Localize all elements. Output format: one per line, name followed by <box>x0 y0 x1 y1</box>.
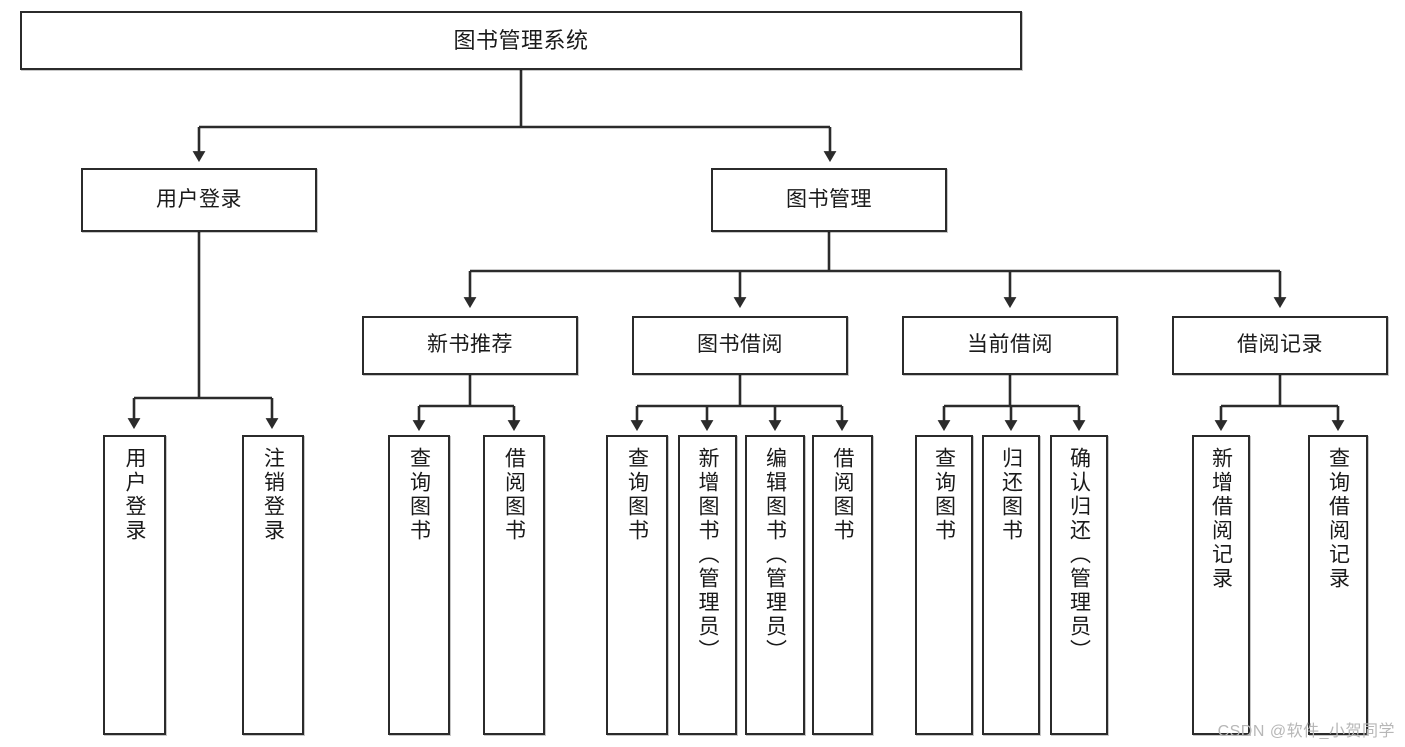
node-leaf-add-record[interactable]: 新增借阅记录 <box>1192 435 1250 735</box>
node-user-login[interactable]: 用户登录 <box>81 168 317 232</box>
node-book-borrow[interactable]: 图书借阅 <box>632 316 848 375</box>
node-leaf-return-book[interactable]: 归还图书 <box>982 435 1040 735</box>
node-leaf-return-book-label: 归还图书 <box>999 447 1023 543</box>
node-leaf-edit-book[interactable]: 编辑图书（管理员） <box>745 435 805 735</box>
node-borrow-record-label: 借阅记录 <box>1237 333 1323 357</box>
node-leaf-query-book-1-label: 查询图书 <box>407 447 431 543</box>
node-leaf-borrow-book-2-label: 借阅图书 <box>831 447 854 543</box>
node-leaf-user-login[interactable]: 用户登录 <box>103 435 166 735</box>
node-leaf-edit-book-label: 编辑图书（管理员） <box>763 447 787 663</box>
node-leaf-borrow-book-1-label: 借阅图书 <box>502 447 526 543</box>
node-user-login-label: 用户登录 <box>156 187 242 211</box>
node-leaf-borrow-book-1[interactable]: 借阅图书 <box>483 435 545 735</box>
node-book-management-label: 图书管理 <box>786 187 872 211</box>
node-book-borrow-label: 图书借阅 <box>697 333 783 357</box>
node-leaf-logout[interactable]: 注销登录 <box>242 435 304 735</box>
node-leaf-borrow-book-2[interactable]: 借阅图书 <box>812 435 873 735</box>
node-leaf-user-login-label: 用户登录 <box>123 447 146 543</box>
node-leaf-logout-label: 注销登录 <box>261 447 285 543</box>
node-borrow-record[interactable]: 借阅记录 <box>1172 316 1388 375</box>
node-root[interactable]: 图书管理系统 <box>20 11 1022 70</box>
node-leaf-query-record[interactable]: 查询借阅记录 <box>1308 435 1368 735</box>
node-book-management[interactable]: 图书管理 <box>711 168 947 232</box>
node-leaf-confirm-return[interactable]: 确认归还（管理员） <box>1050 435 1108 735</box>
node-leaf-add-book[interactable]: 新增图书（管理员） <box>678 435 737 735</box>
node-leaf-add-record-label: 新增借阅记录 <box>1209 447 1233 591</box>
node-leaf-query-book-3[interactable]: 查询图书 <box>915 435 973 735</box>
watermark: CSDN @软件_小贺同学 <box>1217 723 1395 740</box>
node-current-borrow-label: 当前借阅 <box>967 333 1053 357</box>
node-leaf-query-record-label: 查询借阅记录 <box>1326 447 1350 591</box>
node-leaf-query-book-3-label: 查询图书 <box>932 447 956 543</box>
node-leaf-confirm-return-label: 确认归还（管理员） <box>1067 447 1091 663</box>
node-leaf-query-book-1[interactable]: 查询图书 <box>388 435 450 735</box>
node-current-borrow[interactable]: 当前借阅 <box>902 316 1118 375</box>
node-new-book-recommend-label: 新书推荐 <box>427 333 513 357</box>
node-leaf-query-book-2[interactable]: 查询图书 <box>606 435 668 735</box>
node-new-book-recommend[interactable]: 新书推荐 <box>362 316 578 375</box>
node-leaf-add-book-label: 新增图书（管理员） <box>696 447 719 663</box>
node-leaf-query-book-2-label: 查询图书 <box>625 447 649 543</box>
node-root-label: 图书管理系统 <box>453 27 589 53</box>
